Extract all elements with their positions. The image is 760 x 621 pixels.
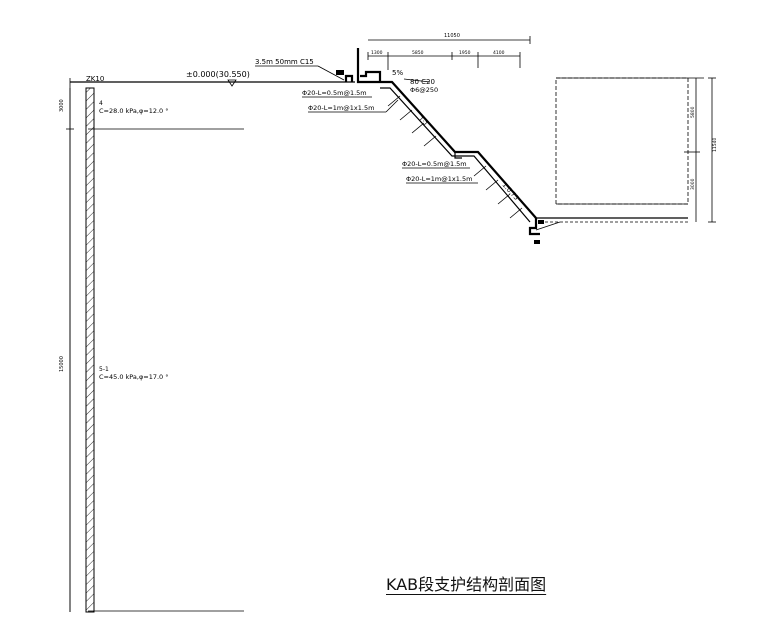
slope-leader bbox=[403, 78, 431, 83]
dim-top-seg-1: 1300 bbox=[371, 50, 383, 56]
dim-left-main: 15000 bbox=[59, 356, 65, 372]
crest-channel bbox=[360, 70, 382, 82]
nail-note-1: Φ20-L=0.5m@1.5m bbox=[302, 89, 367, 97]
pile-column bbox=[85, 87, 95, 613]
borehole-label: ZK10 bbox=[86, 75, 104, 83]
layer-5-1-params: C=45.0 kPa,φ=17.0 ° bbox=[99, 373, 169, 381]
surface-leader-2 bbox=[317, 65, 345, 81]
slope-ratio-1: 1:1 bbox=[417, 115, 430, 128]
toe-tag-2 bbox=[534, 240, 540, 244]
soil-nail-2 bbox=[399, 109, 413, 121]
layer-4-id: 4 bbox=[99, 100, 103, 107]
building-outline bbox=[555, 77, 689, 205]
elevation-label: ±0.000(30.550) bbox=[186, 70, 250, 79]
berm-drain bbox=[454, 152, 462, 159]
slope-inner-profile bbox=[380, 87, 531, 223]
soil-nail-4 bbox=[423, 135, 437, 147]
crest-tag bbox=[336, 70, 344, 75]
soil-nail-5 bbox=[473, 165, 487, 177]
dim-right-lower: 3000 bbox=[690, 178, 696, 190]
dim-right-total: 11540 bbox=[712, 138, 718, 152]
soil-nail-8 bbox=[509, 207, 523, 219]
nail-note-2: Φ20-L=1m@1x1.5m bbox=[308, 104, 374, 112]
nail-note-2-leader-b bbox=[385, 99, 399, 113]
mesh-note-2: Φ6@250 bbox=[410, 86, 438, 94]
crest-wall bbox=[356, 48, 380, 84]
layer-4-params: C=28.0 kPa,φ=12.0 ° bbox=[99, 107, 169, 115]
nail-note-4: Φ20-L=1m@1x1.5m bbox=[406, 175, 472, 183]
toe-leader bbox=[535, 221, 561, 231]
elevation-marker-icon bbox=[227, 79, 237, 87]
dim-top-seg-2: 5850 bbox=[412, 50, 424, 56]
dim-top-seg-4: 4100 bbox=[493, 50, 505, 56]
nail-note-3: Φ20-L=0.5m@1.5m bbox=[402, 160, 467, 168]
dim-top-seg-3: 1950 bbox=[459, 50, 471, 56]
toe-drain bbox=[528, 218, 540, 236]
dim-right-upper: 5800 bbox=[690, 106, 696, 118]
drawing-title: KAB段支护结构剖面图 bbox=[386, 575, 547, 594]
soil-nail-7 bbox=[497, 193, 511, 205]
mesh-note: 80 C20 bbox=[410, 78, 435, 86]
slope-percent: 5% bbox=[392, 69, 403, 77]
crest-gutter bbox=[344, 74, 354, 82]
dim-left-top: 3000 bbox=[59, 99, 65, 112]
surface-annotation: 3.5m 50mm C15 bbox=[255, 58, 314, 66]
soil-nail-3 bbox=[411, 122, 425, 134]
soil-nail-1 bbox=[387, 95, 401, 107]
soil-nail-6 bbox=[485, 179, 499, 191]
dim-top-total: 11050 bbox=[444, 33, 460, 39]
layer-5-1-id: 5-1 bbox=[99, 366, 109, 373]
